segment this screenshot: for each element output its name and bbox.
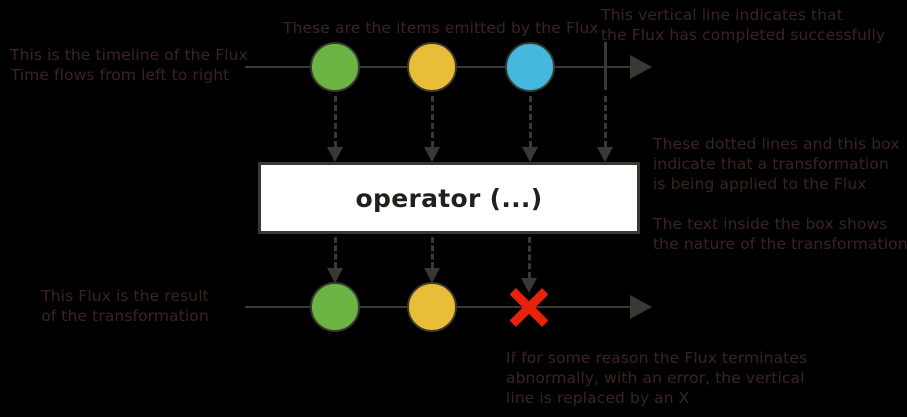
operator-label: operator (...)	[355, 183, 543, 213]
result-timeline-arrow-icon	[630, 295, 652, 319]
annotation-items: These are the items emitted by the Flux	[283, 19, 599, 37]
result-arrow-down-3-icon	[521, 237, 537, 293]
operator-box[interactable]: operator (...)	[258, 162, 640, 234]
marble-yellow-result	[407, 282, 457, 332]
marble-green-source	[310, 42, 360, 92]
source-timeline-arrow-icon	[630, 55, 652, 79]
transform-arrow-down-3-icon	[522, 96, 538, 162]
annotation-box-text: The text inside the box shows the nature…	[653, 215, 907, 253]
transform-arrow-down-2-icon	[424, 96, 440, 162]
marble-green-result	[310, 282, 360, 332]
annotation-completion: This vertical line indicates that the Fl…	[601, 6, 886, 44]
annotation-transformation: These dotted lines and this box indicate…	[653, 135, 900, 193]
result-arrow-down-1-icon	[327, 237, 343, 283]
result-arrow-down-2-icon	[424, 237, 440, 283]
annotation-result: This Flux is the result of the transform…	[41, 287, 209, 325]
marble-yellow-source	[407, 42, 457, 92]
completion-line	[604, 42, 607, 90]
annotation-timeline: This is the timeline of the Flux Time fl…	[10, 46, 248, 84]
annotation-error: If for some reason the Flux terminates a…	[506, 349, 808, 407]
transform-arrow-down-1-icon	[327, 96, 343, 162]
error-x-icon	[506, 284, 552, 330]
marble-blue-source	[505, 42, 555, 92]
transform-arrow-down-4-icon	[597, 96, 613, 162]
